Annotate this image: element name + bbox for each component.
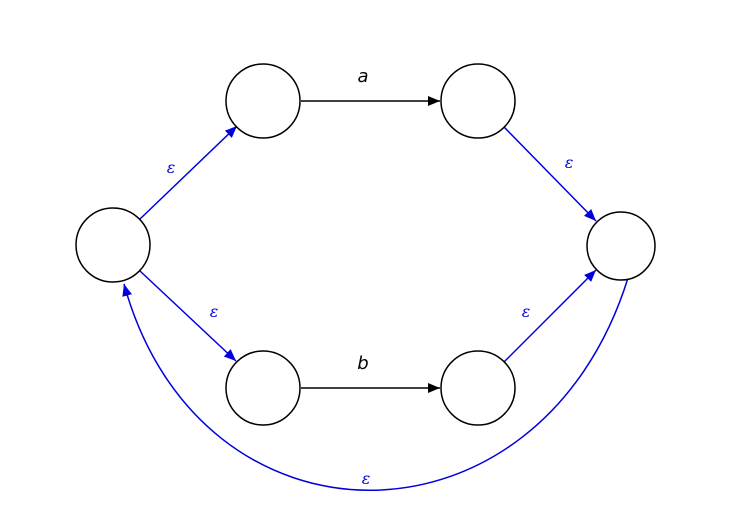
- label-epsilon-start-to-b-in: ε: [210, 302, 219, 321]
- state-a-out: [440, 63, 516, 139]
- label-epsilon-loop: ε: [362, 469, 371, 488]
- edge-end-to-start-loop: [122, 277, 629, 491]
- label-b: b: [357, 353, 368, 374]
- label-a: a: [357, 66, 368, 87]
- state-start: [75, 207, 151, 283]
- label-epsilon-a-out-to-end: ε: [565, 153, 574, 172]
- state-b-in: [225, 350, 301, 426]
- state-b-out: [440, 350, 516, 426]
- label-epsilon-start-to-a-in: ε: [167, 158, 176, 177]
- edge-start-to-a-in: [139, 125, 238, 220]
- state-a-in: [225, 63, 301, 139]
- edge-start-to-b-in: [139, 270, 237, 362]
- edge-a-out-to-end: [503, 126, 597, 222]
- edge-b-out-to-end: [503, 269, 597, 363]
- label-epsilon-b-out-to-end: ε: [522, 302, 531, 321]
- state-end: [586, 211, 656, 281]
